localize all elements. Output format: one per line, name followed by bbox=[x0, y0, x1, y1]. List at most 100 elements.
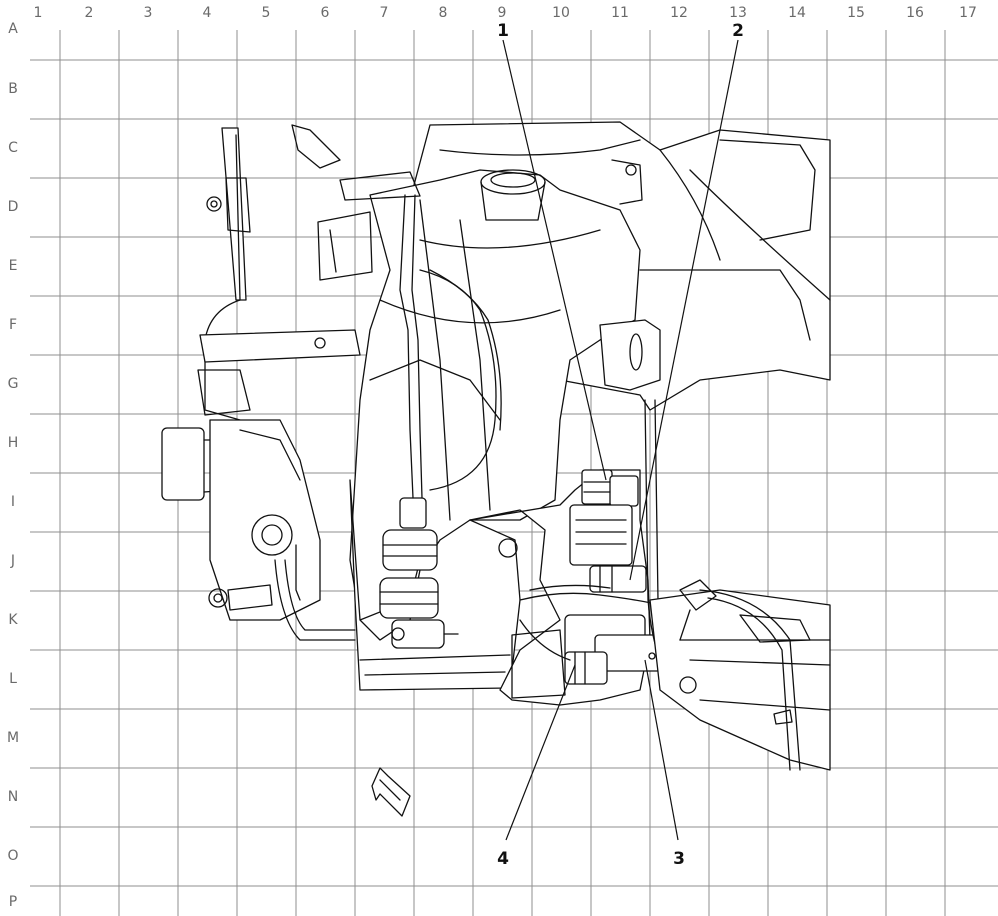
left-vertical-bracket bbox=[221, 127, 247, 301]
row-label: B bbox=[8, 81, 18, 97]
left-crossbar bbox=[199, 329, 361, 363]
connector-top-cap bbox=[609, 475, 639, 507]
leader-4 bbox=[505, 664, 576, 841]
upper-frame-rib bbox=[659, 149, 721, 261]
column-label: 5 bbox=[262, 5, 271, 21]
left-harness bbox=[274, 559, 356, 641]
column-label: 13 bbox=[729, 5, 747, 21]
row-label: D bbox=[8, 199, 19, 215]
left-module-bolt bbox=[208, 588, 228, 608]
washer-pump-body bbox=[382, 529, 438, 571]
row-label: H bbox=[8, 435, 19, 451]
leader-3 bbox=[644, 659, 679, 841]
row-label: C bbox=[8, 140, 18, 156]
upper-frame-rib bbox=[639, 269, 811, 341]
column-label: 3 bbox=[144, 5, 153, 21]
right-clip-slot bbox=[629, 333, 643, 371]
callout-1: 1 bbox=[497, 21, 509, 41]
row-label: J bbox=[10, 553, 15, 569]
left-module-socket bbox=[251, 514, 293, 556]
right-clip bbox=[773, 709, 793, 725]
reservoir-ridge bbox=[419, 199, 451, 521]
column-label: 2 bbox=[85, 5, 94, 21]
reservoir-window-inner bbox=[329, 229, 337, 273]
column-label: 11 bbox=[611, 5, 629, 21]
row-label: M bbox=[7, 730, 19, 746]
bracket-tab bbox=[291, 124, 341, 169]
column-label: 8 bbox=[439, 5, 448, 21]
frame-rail-edge bbox=[699, 699, 831, 711]
left-bracket-fin bbox=[225, 177, 251, 233]
reservoir-seam bbox=[419, 229, 601, 249]
left-bracket-plate bbox=[197, 369, 251, 416]
column-label: 14 bbox=[788, 5, 806, 21]
row-label: O bbox=[7, 848, 18, 864]
column-label: 1 bbox=[34, 5, 43, 21]
pump-outlet-port bbox=[391, 627, 405, 641]
row-label: F bbox=[9, 317, 17, 333]
column-label: 6 bbox=[321, 5, 330, 21]
right-pipe bbox=[707, 597, 791, 771]
frame-rail-edge bbox=[689, 659, 831, 666]
row-label: K bbox=[8, 612, 18, 628]
leader-1 bbox=[502, 39, 607, 481]
connector-4-body bbox=[564, 651, 608, 685]
wire-harness bbox=[519, 619, 571, 661]
column-labels: 1 2 3 4 5 6 7 8 9 10 11 12 13 14 15 16 1… bbox=[34, 5, 977, 21]
forward-arrow-icon bbox=[371, 767, 411, 817]
callout-4: 4 bbox=[497, 849, 509, 869]
column-label: 10 bbox=[552, 5, 570, 21]
callout-labels: 1 2 3 4 bbox=[497, 21, 744, 869]
left-module-clip bbox=[239, 429, 301, 481]
row-label: P bbox=[9, 894, 17, 910]
bracket-bolt bbox=[210, 200, 218, 208]
engine-compartment-illustration bbox=[161, 121, 831, 817]
right-sensor bbox=[679, 579, 717, 611]
column-label: 16 bbox=[906, 5, 924, 21]
right-sensor-lead bbox=[679, 609, 691, 641]
column-label: 17 bbox=[959, 5, 977, 21]
left-module bbox=[209, 419, 321, 621]
reservoir-ridge bbox=[459, 219, 491, 511]
left-vertical-bracket-edge bbox=[235, 134, 241, 301]
row-label: N bbox=[8, 789, 18, 805]
right-frame-rail bbox=[649, 589, 831, 771]
reservoir-neck bbox=[480, 181, 546, 221]
row-label: A bbox=[8, 21, 18, 37]
reservoir-top-lip bbox=[339, 171, 421, 201]
frame-rail-bracket bbox=[739, 614, 811, 643]
row-label: E bbox=[9, 258, 18, 274]
right-pipe bbox=[699, 589, 801, 771]
left-harness bbox=[295, 544, 301, 601]
left-module-frame bbox=[227, 584, 273, 611]
column-label: 9 bbox=[498, 5, 507, 21]
wire-harness bbox=[519, 592, 661, 606]
right-clip-stem bbox=[611, 159, 643, 205]
column-label: 12 bbox=[670, 5, 688, 21]
upper-frame-edge bbox=[439, 139, 641, 156]
connector-2-body bbox=[589, 565, 647, 593]
reservoir-seam bbox=[379, 299, 561, 324]
left-module-socket-inner bbox=[261, 524, 283, 546]
connector-3-pin bbox=[648, 652, 656, 660]
washer-pump-upper bbox=[399, 497, 427, 529]
hose bbox=[429, 269, 502, 431]
callout-leaders bbox=[502, 39, 739, 841]
pump-outlet bbox=[391, 619, 445, 649]
lower-tank-edge bbox=[364, 671, 506, 676]
callout-2: 2 bbox=[732, 21, 744, 41]
column-label: 7 bbox=[380, 5, 389, 21]
crossbar-bolt bbox=[314, 337, 326, 349]
column-label: 15 bbox=[847, 5, 865, 21]
reservoir-cap-inner bbox=[490, 172, 536, 188]
connector-top bbox=[581, 469, 613, 505]
lower-block bbox=[511, 629, 566, 699]
leader-2 bbox=[629, 39, 739, 581]
wire-harness bbox=[529, 584, 611, 591]
callout-3: 3 bbox=[673, 849, 685, 869]
row-label: I bbox=[11, 494, 15, 510]
row-label: G bbox=[8, 376, 19, 392]
row-labels: A B C D E F G H I J K L M N O P bbox=[7, 21, 19, 910]
